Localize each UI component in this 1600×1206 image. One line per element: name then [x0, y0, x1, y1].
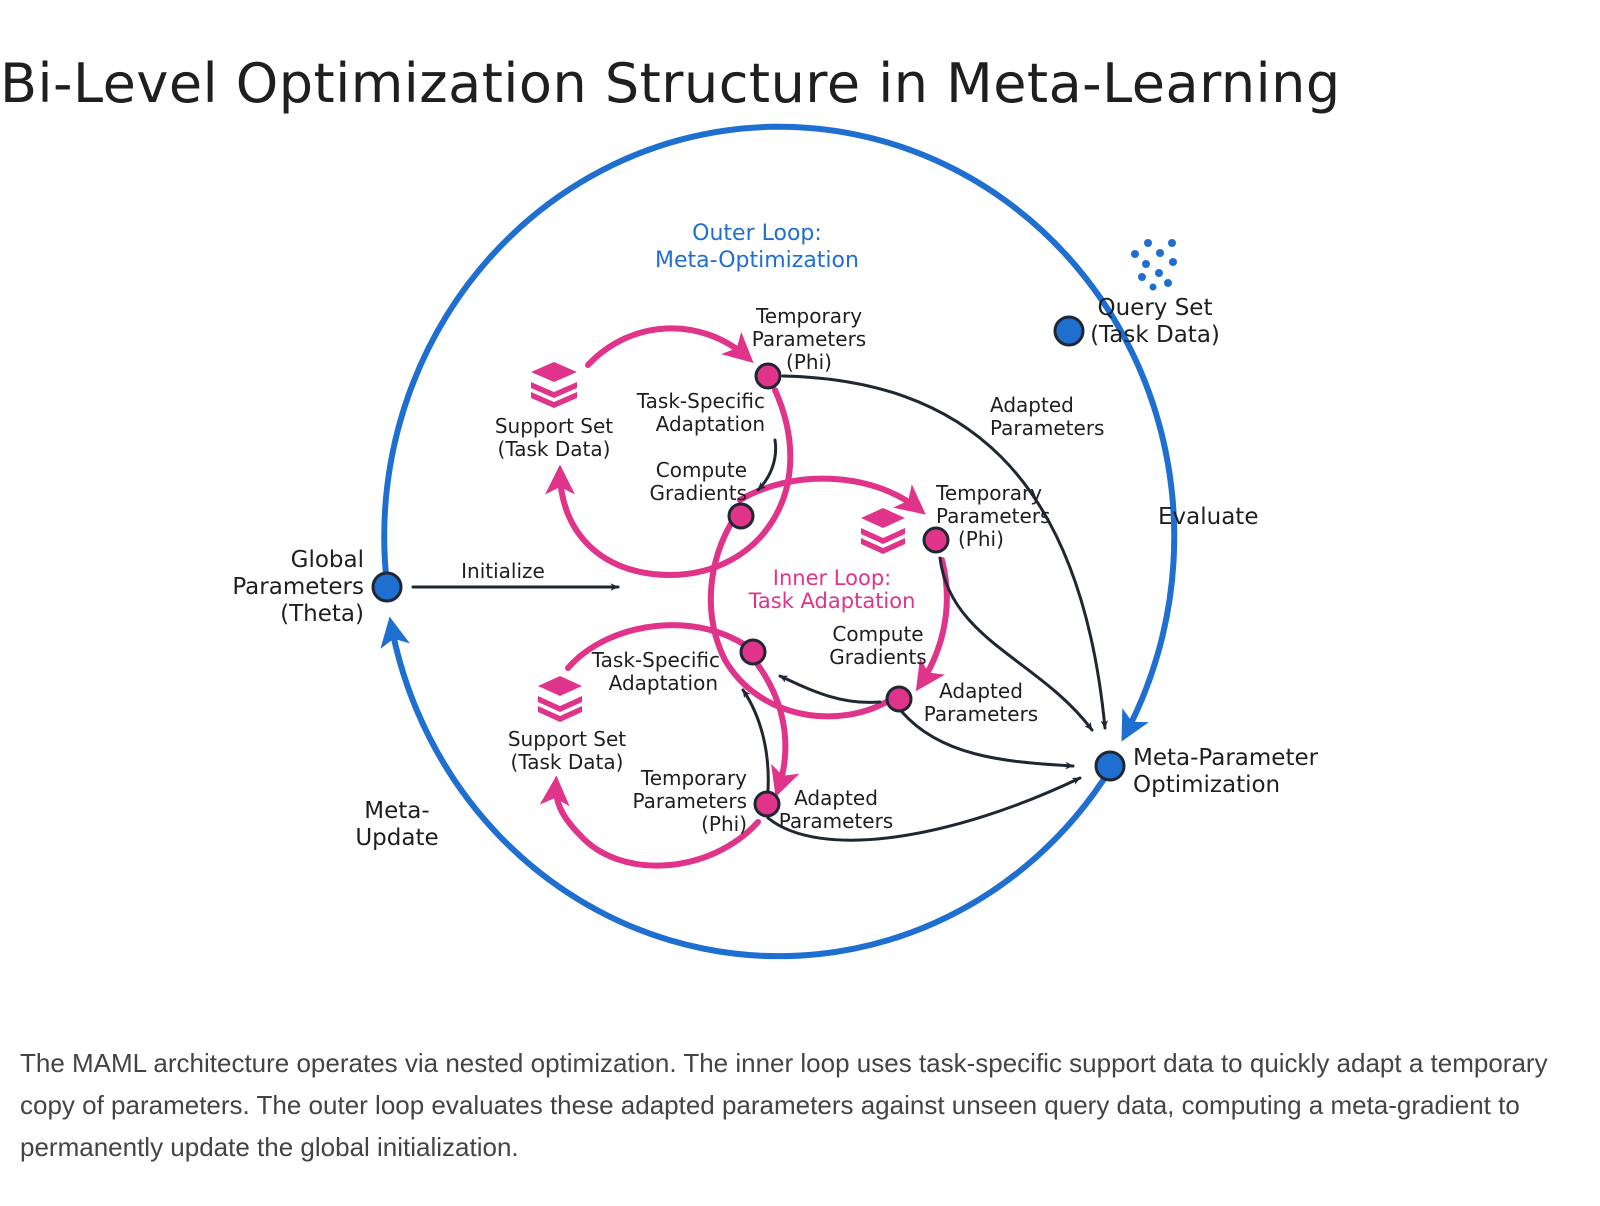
task2-to-meta-arrow	[900, 710, 1075, 770]
task3-adapted-label-1: Adapted	[794, 786, 878, 810]
outer-loop-arc-bottom	[380, 616, 1114, 960]
meta-update-label-1: Meta-	[364, 798, 429, 824]
task2-temp-label-2: Parameters	[936, 504, 1050, 528]
query-set-node	[1053, 315, 1085, 347]
figure-caption: The MAML architecture operates via neste…	[20, 1048, 1548, 1162]
meta-param-label-2: Optimization	[1133, 772, 1280, 798]
task3-loop-arc	[755, 662, 800, 798]
layers-stack-icon	[538, 676, 582, 722]
task2-lower-arc	[707, 507, 893, 720]
dot-cluster-icon	[1131, 239, 1177, 291]
meta-update-label-2: Update	[355, 825, 438, 851]
task2-grads-label-1: Compute	[832, 622, 923, 646]
outer-loop	[380, 123, 1178, 960]
task1-adapt-label-2: Adaptation	[656, 412, 765, 436]
task2-temp-label-1: Temporary	[935, 481, 1042, 505]
task1-support-label-1: Support Set	[495, 414, 613, 438]
task3-temp-label-1: Temporary	[640, 766, 747, 790]
task3-support-arc	[565, 622, 755, 671]
meta-param-node	[1094, 750, 1126, 782]
flow-arrows	[411, 374, 1109, 842]
task1-grads-label-2: Gradients	[650, 481, 747, 505]
inner-loops	[539, 325, 950, 869]
task3-temp-node	[753, 790, 781, 818]
task3-bottom-arc	[539, 775, 761, 869]
outer-loop-label-1: Outer Loop:	[692, 221, 822, 246]
inner-loop-label-1: Inner Loop:	[773, 566, 891, 590]
query-set-label-1: Query Set	[1098, 295, 1213, 321]
task2-phi-arrow	[938, 556, 1094, 732]
task2-top-arc	[737, 475, 926, 515]
adapted-top-arrow	[781, 374, 1109, 730]
task3-adapted-label-2: Parameters	[779, 809, 893, 833]
task1-temp-label-2: Parameters	[752, 327, 866, 351]
outer-loop-label-2: Meta-Optimization	[655, 248, 859, 273]
task2-back-arrow	[778, 674, 882, 704]
task2-grads-label-2: Gradients	[829, 645, 926, 669]
task1-temp-label-3: (Phi)	[786, 350, 832, 374]
task3-support-label-1: Support Set	[508, 727, 626, 751]
task1-temp-label-1: Temporary	[755, 304, 862, 328]
task3-temp-label-3: (Phi)	[701, 812, 747, 836]
layers-stack-icon	[531, 362, 577, 408]
global-params-label-2: Parameters	[232, 574, 364, 600]
global-params-label-3: (Theta)	[280, 601, 364, 627]
adapted-top-label-1: Adapted	[990, 393, 1074, 417]
task2-adapted-label-2: Parameters	[924, 702, 1038, 726]
task2-adapted-label-1: Adapted	[939, 679, 1023, 703]
task1-grads-label-1: Compute	[656, 458, 747, 482]
task1-support-label-2: (Task Data)	[498, 437, 611, 461]
task1-temp-node	[754, 362, 782, 390]
task2-adapted-node	[885, 685, 913, 713]
evaluate-label: Evaluate	[1158, 504, 1258, 530]
task3-to-meta-arrow	[766, 776, 1082, 842]
inner-loop-label-2: Task Adaptation	[748, 589, 916, 613]
task3-adapt-label-1: Task-Specific	[591, 648, 720, 672]
task3-support-label-2: (Task Data)	[511, 750, 624, 774]
outer-loop-arc-top	[381, 123, 1178, 742]
task3-adapt-node	[739, 638, 767, 666]
initialize-label: Initialize	[461, 559, 545, 583]
adapted-top-label-2: Parameters	[990, 416, 1104, 440]
meta-param-label-1: Meta-Parameter	[1133, 745, 1319, 771]
task1-support-arc	[585, 325, 754, 368]
maml-diagram: Outer Loop: Meta-Optimization Inner Loop…	[232, 123, 1319, 960]
global-params-node	[371, 571, 403, 603]
nodes	[371, 315, 1126, 818]
task3-adapt-label-2: Adaptation	[609, 671, 718, 695]
task1-adapt-label-1: Task-Specific	[636, 389, 765, 413]
query-set-label-2: (Task Data)	[1090, 322, 1220, 348]
task1-loop-arc	[545, 387, 794, 579]
layers-stack-icon	[861, 508, 905, 554]
task2-temp-label-3: (Phi)	[958, 527, 1004, 551]
task1-adapt-arrow	[756, 438, 778, 492]
page-title: Bi-Level Optimization Structure in Meta-…	[0, 52, 1341, 115]
global-params-label-1: Global	[291, 547, 364, 573]
task3-temp-label-2: Parameters	[633, 789, 747, 813]
task2-temp-node	[922, 526, 950, 554]
task1-grads-node	[727, 502, 755, 530]
task3-adapt-arrow	[741, 688, 770, 792]
